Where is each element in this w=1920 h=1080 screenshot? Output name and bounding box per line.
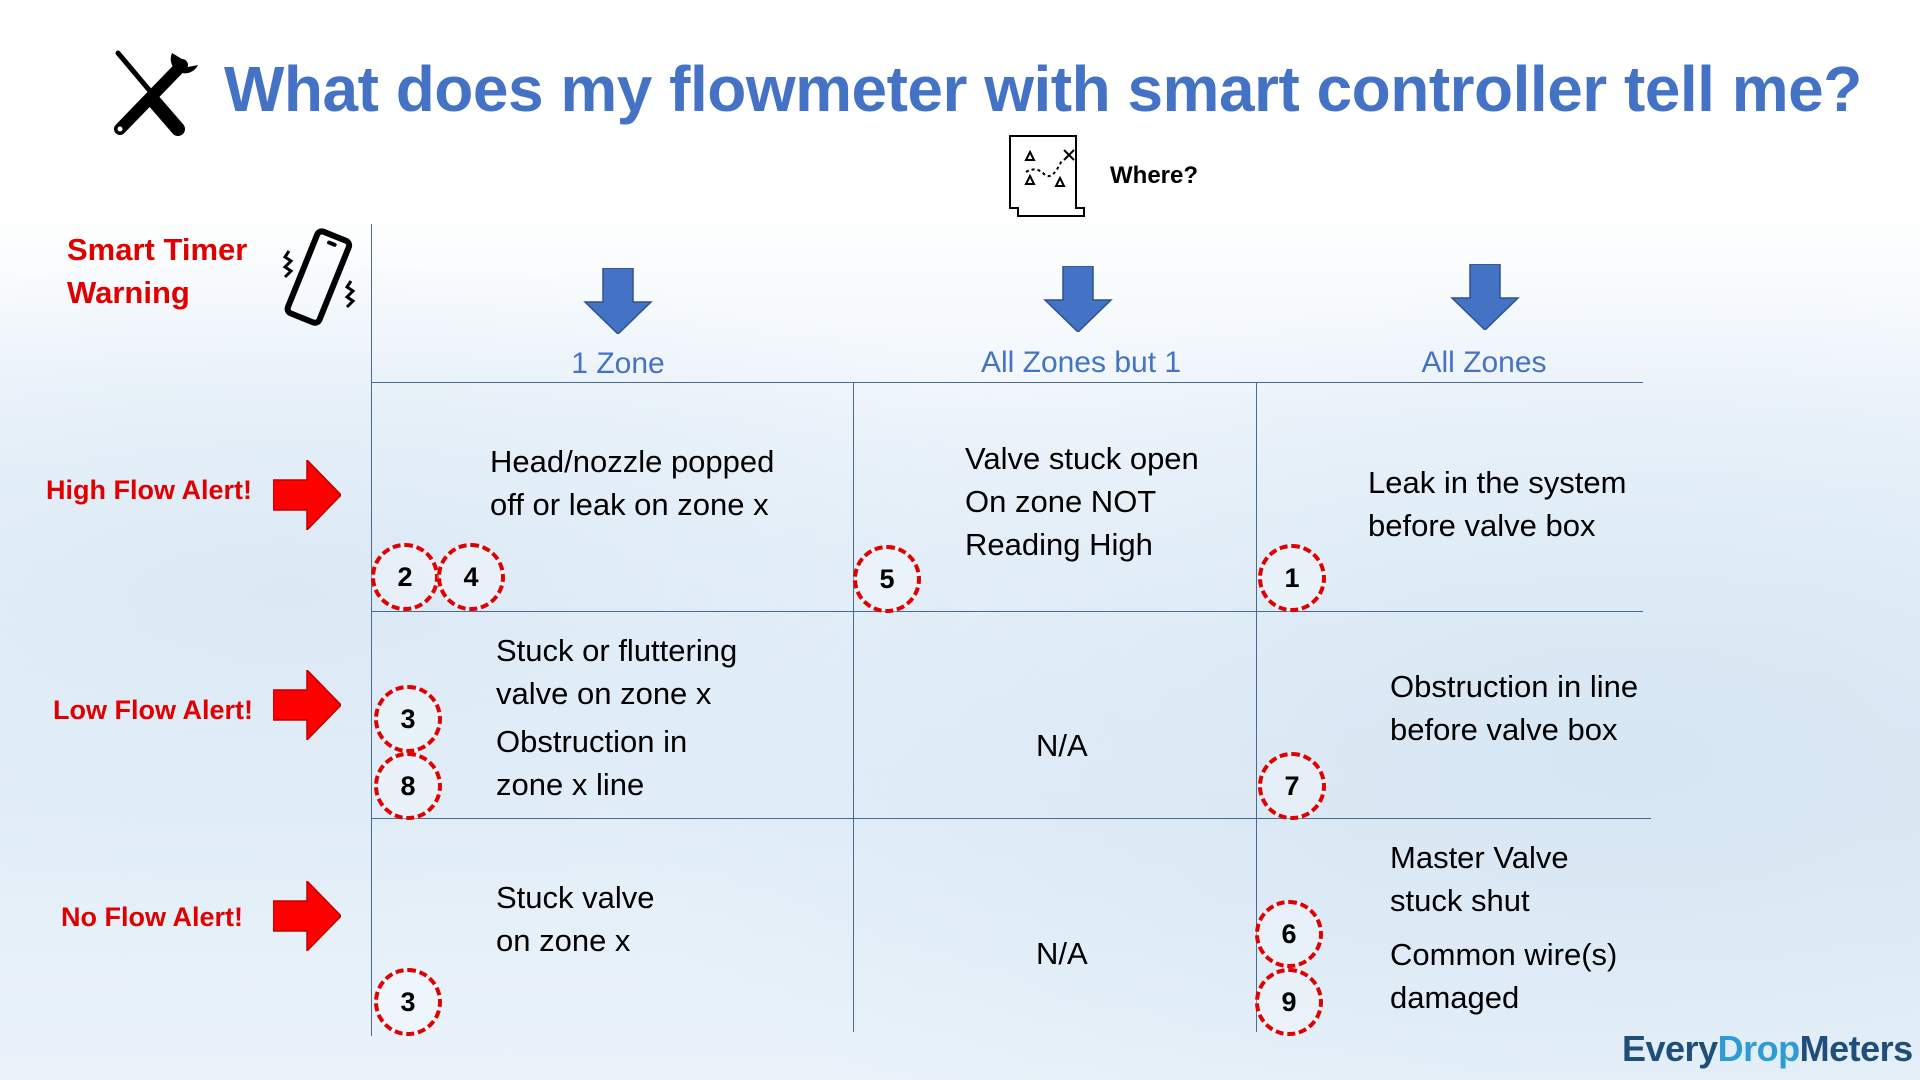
column-header-all-zones-but-1: All Zones but 1 (980, 346, 1182, 379)
column-header-all-zones: All Zones (1421, 346, 1547, 379)
cell-no-all-b: Common wire(s) damaged (1390, 933, 1617, 1019)
row-label-no-flow: No Flow Alert! (61, 902, 243, 932)
cell-line: Reading High (965, 527, 1153, 562)
number-badge: 3 (374, 968, 442, 1036)
cell-line: valve on zone x (496, 676, 712, 711)
cell-line: damaged (1390, 980, 1520, 1015)
grid-divider-2 (1256, 382, 1257, 1032)
logo-part: Meters (1799, 1028, 1914, 1069)
cell-line: Stuck or fluttering (496, 633, 738, 668)
cell-line: Leak in the system (1368, 465, 1627, 500)
where-label: Where? (1110, 162, 1199, 189)
cell-low-1zone-b: Obstruction in zone x line (496, 720, 687, 806)
cell-low-1zone-a: Stuck or fluttering valve on zone x (496, 629, 737, 715)
cell-low-all: Obstruction in line before valve box (1390, 665, 1638, 751)
cell-line: before valve box (1390, 712, 1618, 747)
smart-timer-line-2: Warning (67, 275, 190, 310)
number-badge: 8 (374, 752, 442, 820)
cell-high-1zone: Head/nozzle popped off or leak on zone x (490, 440, 774, 526)
number-badge: 4 (437, 543, 505, 611)
cell-high-allbut1: Valve stuck open On zone NOT Reading Hig… (965, 437, 1199, 566)
cell-no-allbut1: N/A (1036, 936, 1088, 971)
down-arrow-icon (1450, 264, 1520, 330)
logo-part: Every (1622, 1028, 1718, 1069)
cell-low-allbut1: N/A (1036, 728, 1088, 763)
cell-line: stuck shut (1390, 883, 1530, 918)
down-arrow-icon (1043, 266, 1113, 332)
grid-left-line (371, 224, 372, 1036)
column-header-1-zone: 1 Zone (571, 347, 665, 380)
cell-line: Common wire(s) (1390, 937, 1618, 972)
row-label-high-flow: High Flow Alert! (46, 475, 252, 505)
grid-header-line (371, 382, 1643, 383)
cell-high-all: Leak in the system before valve box (1368, 461, 1626, 547)
cell-no-1zone: Stuck valve on zone x (496, 876, 655, 962)
cell-line: Master Valve (1390, 840, 1569, 875)
cell-line: on zone x (496, 923, 631, 958)
cell-line: Obstruction in (496, 724, 688, 759)
treasure-map-icon (1004, 132, 1088, 218)
number-badge: 7 (1258, 752, 1326, 820)
cell-line: Obstruction in line (1390, 669, 1639, 704)
number-badge: 5 (853, 545, 921, 613)
cell-line: Head/nozzle popped (490, 444, 775, 479)
right-arrow-icon (273, 670, 341, 740)
cell-line: before valve box (1368, 508, 1596, 543)
right-arrow-icon (273, 460, 341, 530)
cell-line: zone x line (496, 767, 645, 802)
number-badge: 2 (371, 543, 439, 611)
number-badge: 9 (1255, 968, 1323, 1036)
number-badge: 3 (374, 685, 442, 753)
right-arrow-icon (273, 881, 341, 951)
grid-divider-1 (853, 382, 854, 1032)
number-badge: 6 (1255, 900, 1323, 968)
cell-line: On zone NOT (965, 484, 1157, 519)
cell-line: off or leak on zone x (490, 487, 769, 522)
number-badge: 1 (1258, 544, 1326, 612)
tools-icon (110, 49, 200, 137)
cell-line: Stuck valve (496, 880, 655, 915)
smart-timer-warning-label: Smart Timer Warning (67, 228, 247, 314)
vibrating-phone-icon (275, 227, 361, 329)
grid-row-line-2 (371, 818, 1651, 819)
page-title: What does my flowmeter with smart contro… (224, 53, 1862, 125)
cell-no-all-a: Master Valve stuck shut (1390, 836, 1569, 922)
down-arrow-icon (583, 268, 653, 334)
row-label-low-flow: Low Flow Alert! (53, 695, 253, 725)
everydropmeters-logo: EveryDropMeters (1622, 1028, 1913, 1070)
logo-part: Drop (1717, 1028, 1801, 1069)
grid-row-line-1 (371, 611, 1643, 612)
cell-line: Valve stuck open (965, 441, 1199, 476)
smart-timer-line-1: Smart Timer (67, 232, 248, 267)
